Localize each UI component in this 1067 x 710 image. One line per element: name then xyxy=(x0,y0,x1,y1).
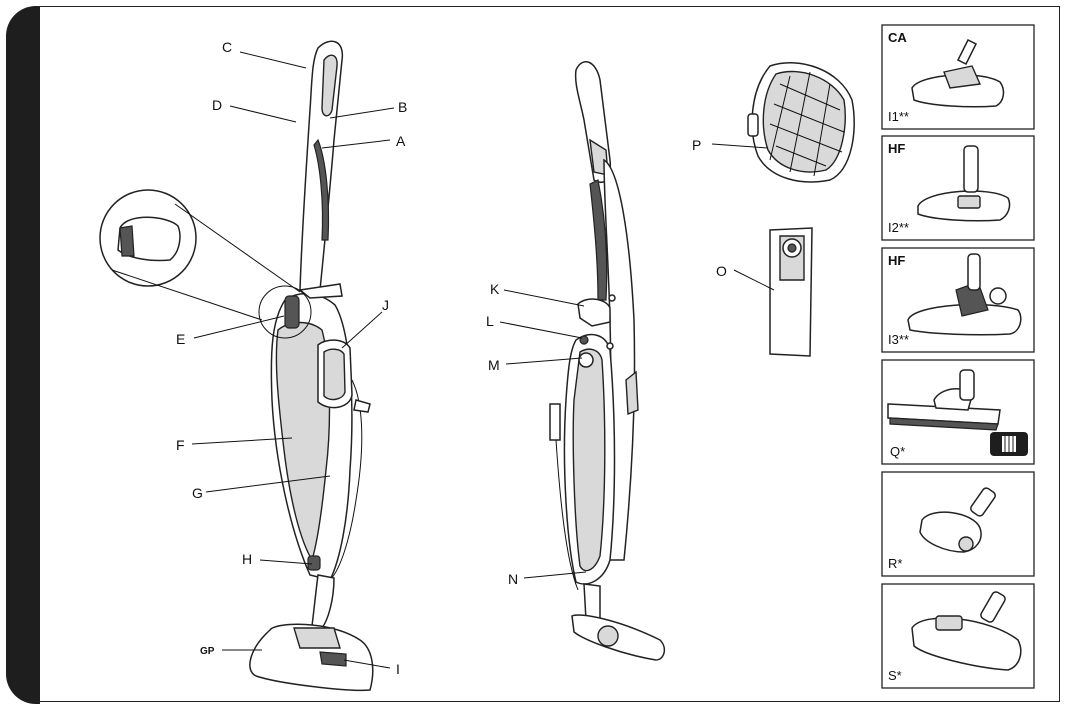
label-g: G xyxy=(192,485,203,501)
label-a: A xyxy=(396,133,406,149)
frame-border xyxy=(34,6,1060,702)
turbo-nozzle-icon xyxy=(907,303,1022,336)
bag-part-o xyxy=(769,227,813,357)
accessory-id-2: I2** xyxy=(888,220,909,235)
label-h: H xyxy=(242,551,252,567)
accessory-id-6: S* xyxy=(888,668,902,683)
accessory-code-1: CA xyxy=(888,30,907,45)
accessory-box-6: S* xyxy=(881,583,1035,689)
label-l: L xyxy=(486,313,494,329)
label-p: P xyxy=(692,137,701,153)
vacuum-front-view xyxy=(99,40,374,692)
accessory-box-3: HF I3** xyxy=(881,247,1035,353)
accessory-code-3: HF xyxy=(888,253,905,268)
label-j: J xyxy=(382,297,389,313)
part-labels: C D B A E J F G H GP I K L M N P O xyxy=(176,39,727,677)
label-f: F xyxy=(176,437,185,453)
label-c: C xyxy=(222,39,232,55)
label-m: M xyxy=(488,357,500,373)
accessory-id-3: I3** xyxy=(888,332,909,347)
filter-part-p xyxy=(747,62,855,183)
vacuum-side-view xyxy=(549,60,666,661)
label-gp: GP xyxy=(200,646,215,657)
label-n: N xyxy=(508,571,518,587)
side-tab xyxy=(6,6,40,704)
label-d: D xyxy=(212,97,222,113)
accessory-id-4: Q* xyxy=(890,444,905,459)
accessory-box-2: HF I2** xyxy=(881,135,1035,241)
label-o: O xyxy=(716,263,727,279)
accessory-id-1: I1** xyxy=(888,109,909,124)
label-e: E xyxy=(176,331,185,347)
label-b: B xyxy=(398,99,407,115)
label-k: K xyxy=(490,281,500,297)
accessory-box-4: Q* xyxy=(881,359,1035,465)
accessory-code-2: HF xyxy=(888,141,905,156)
accessory-box-1: CA I1** xyxy=(881,24,1035,130)
accessory-box-5: R* xyxy=(881,471,1035,577)
accessory-id-5: R* xyxy=(888,556,902,571)
leader-lines xyxy=(191,51,775,669)
accessory-panel: CA I1** HF I2** HF I3** Q* xyxy=(881,24,1035,689)
label-i: I xyxy=(396,661,400,677)
